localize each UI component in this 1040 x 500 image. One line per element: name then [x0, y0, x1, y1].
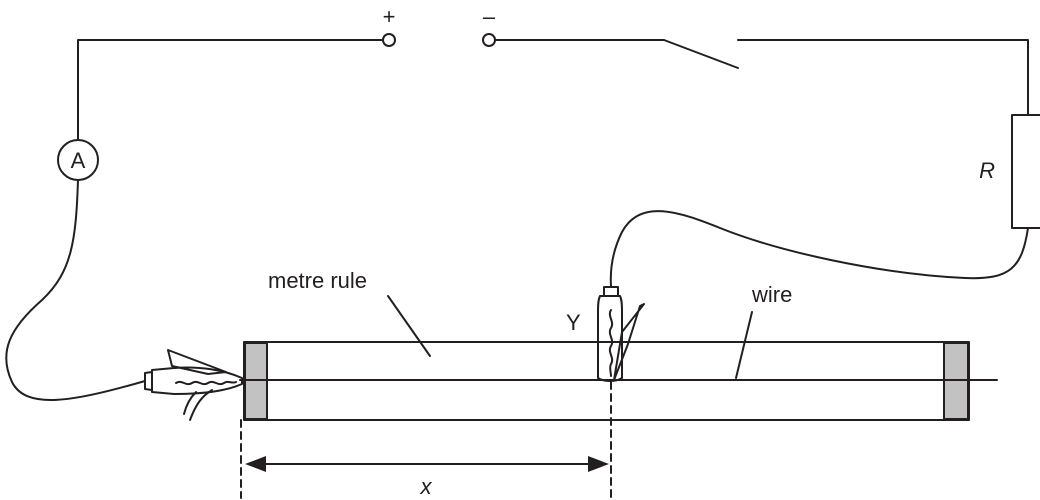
lead-ammeter-to-clip — [5, 179, 146, 402]
positive-terminal — [382, 33, 396, 47]
resistor-label: R — [979, 158, 995, 183]
metre-rule-leader — [387, 295, 431, 357]
switch-open — [663, 39, 739, 69]
resistor — [1011, 114, 1040, 229]
distance-arrow — [245, 456, 609, 472]
wire-ammeter-to-positive — [77, 39, 383, 141]
negative-terminal-label: – — [483, 4, 496, 29]
positive-terminal-label: + — [383, 4, 396, 29]
wire-switch-to-resistor — [737, 39, 1029, 116]
distance-label: x — [420, 474, 433, 499]
negative-terminal — [482, 33, 496, 47]
ammeter-label: A — [71, 148, 86, 173]
wire-label: wire — [751, 282, 792, 307]
contact-y-label: Y — [566, 310, 581, 335]
wire-leader — [735, 311, 753, 379]
lead-resistor-to-clip-y — [609, 210, 1029, 287]
left-crocodile-clip — [144, 349, 243, 421]
metre-rule-label: metre rule — [268, 268, 367, 293]
sliding-contact-clip-y — [597, 286, 645, 382]
